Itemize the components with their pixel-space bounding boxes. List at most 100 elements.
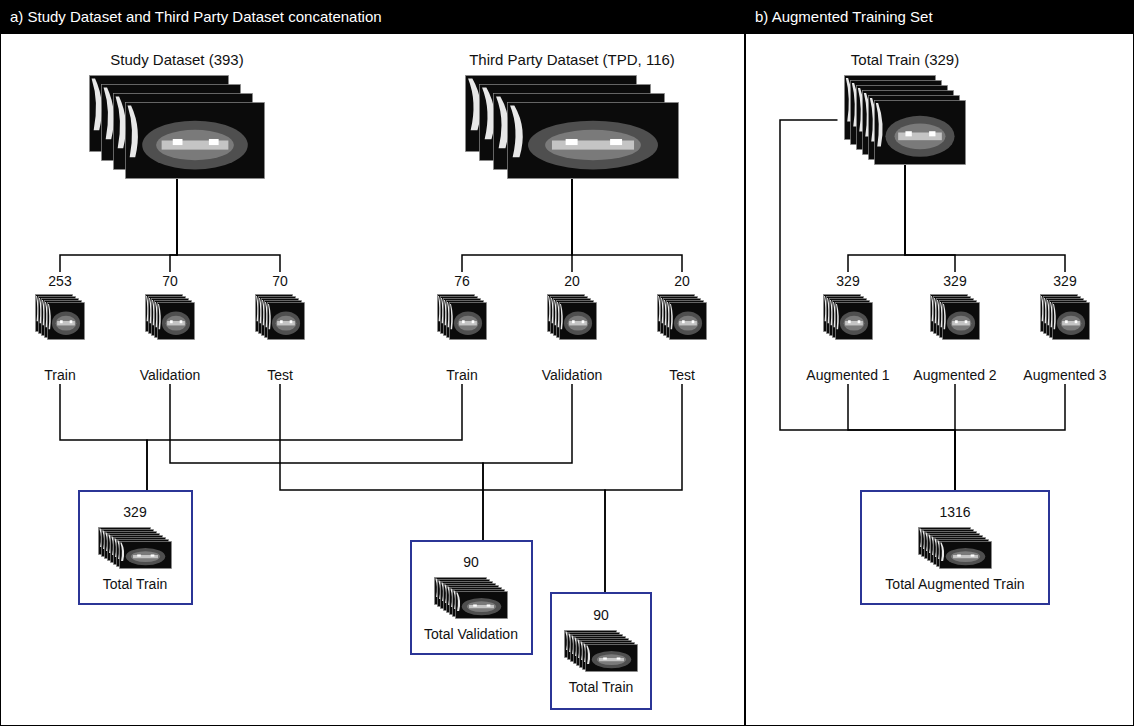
dental-filling xyxy=(472,320,475,323)
xray-stack-icon xyxy=(434,577,508,619)
jaw-shadow xyxy=(454,311,482,335)
jaw-shadow xyxy=(947,311,975,335)
jaw-arch xyxy=(951,316,972,331)
dental-filling xyxy=(1075,320,1078,323)
total-set-box: 90Total Train xyxy=(550,592,652,710)
total-set-box: 90Total Validation xyxy=(410,540,533,655)
xray-frame xyxy=(670,303,707,340)
xray-stack-icon xyxy=(98,527,172,569)
dental-filling xyxy=(682,320,685,323)
dental-filling xyxy=(929,131,935,136)
xray-image xyxy=(836,303,873,340)
teeth-row xyxy=(167,321,185,325)
set-label: Total Train xyxy=(569,678,634,696)
xray-stack-icon xyxy=(844,75,966,165)
jaw-arch xyxy=(545,130,641,160)
split-stack: 70Test xyxy=(250,272,310,384)
xray-image xyxy=(268,303,305,340)
dental-filling xyxy=(280,320,283,323)
connector-line xyxy=(780,120,955,490)
image-count: 20 xyxy=(564,272,580,290)
dental-filling xyxy=(173,139,183,145)
xray-frame xyxy=(1053,303,1090,340)
connector-line xyxy=(905,165,1065,272)
set-label: Validation xyxy=(140,366,200,384)
jaw-arch xyxy=(895,124,946,150)
image-count: 70 xyxy=(162,272,178,290)
dental-filling xyxy=(487,604,491,606)
jaw-bone xyxy=(104,88,114,140)
set-label: Validation xyxy=(542,366,602,384)
xray-stack-icon xyxy=(145,294,195,340)
dental-filling xyxy=(905,131,911,136)
split-stack: 329Augmented 3 xyxy=(1022,272,1108,384)
image-count: 90 xyxy=(463,553,479,571)
xray-frame xyxy=(560,303,597,340)
jaw-bone xyxy=(876,103,883,147)
dental-filling xyxy=(965,320,968,323)
panel-heading: a) Study Dataset and Third Party Dataset… xyxy=(0,0,745,34)
dental-filling xyxy=(971,554,975,556)
jaw-bone xyxy=(586,646,590,664)
teeth-row xyxy=(133,555,158,558)
dental-filling xyxy=(1065,320,1068,323)
teeth-row xyxy=(277,321,295,325)
jaw-shadow xyxy=(885,116,954,157)
connector-line xyxy=(60,179,177,272)
xray-frame xyxy=(48,303,85,340)
jaw-bone xyxy=(943,304,946,329)
connector-line xyxy=(60,384,147,490)
jaw-shadow xyxy=(126,547,166,564)
xray-frame xyxy=(450,303,487,340)
teeth-row xyxy=(569,321,587,325)
split-stack: 329Augmented 2 xyxy=(912,272,998,384)
xray-stack-icon xyxy=(547,294,597,340)
xray-frame xyxy=(943,303,980,340)
jaw-bone xyxy=(560,304,563,329)
xray-stack-icon xyxy=(35,294,85,340)
set-label: Augmented 2 xyxy=(913,366,996,384)
xray-frame xyxy=(120,541,172,568)
jaw-arch xyxy=(131,551,160,562)
xray-image xyxy=(158,303,195,340)
xray-image xyxy=(126,103,265,179)
connector-line xyxy=(177,179,280,272)
dental-filling xyxy=(955,320,958,323)
jaw-bone xyxy=(468,79,481,131)
split-stack: 329Augmented 1 xyxy=(805,272,891,384)
jaw-arch xyxy=(568,316,589,331)
set-label: Augmented 1 xyxy=(806,366,889,384)
dataset-title: Third Party Dataset (TPD, 116) xyxy=(469,50,675,69)
xray-stack-icon xyxy=(465,75,679,179)
jaw-shadow xyxy=(162,311,190,335)
connector-line xyxy=(848,384,955,490)
jaw-bone xyxy=(836,304,839,329)
jaw-arch xyxy=(166,316,187,331)
dental-filling xyxy=(582,320,585,323)
dental-filling xyxy=(603,657,607,659)
jaw-arch xyxy=(156,130,234,160)
jaw-shadow xyxy=(462,597,502,614)
xray-stack-icon xyxy=(89,75,265,179)
jaw-bone xyxy=(128,106,138,158)
jaw-shadow xyxy=(528,121,658,170)
connector-line xyxy=(955,384,1065,490)
set-label: Train xyxy=(446,366,477,384)
connector-line xyxy=(905,165,955,272)
split-stack: 253Train xyxy=(30,272,90,384)
image-count: 20 xyxy=(674,272,690,290)
set-label: Total Augmented Train xyxy=(885,575,1024,593)
xray-image xyxy=(450,303,487,340)
set-label: Augmented 3 xyxy=(1023,366,1106,384)
connector-line xyxy=(147,384,462,490)
panel: b) Augmented Training SetTotal Train (32… xyxy=(745,0,1134,726)
teeth-row xyxy=(845,321,863,325)
jaw-arch xyxy=(458,316,479,331)
jaw-arch xyxy=(844,316,865,331)
split-stack: 76Train xyxy=(432,272,492,384)
xray-image xyxy=(560,303,597,340)
teeth-row xyxy=(57,321,75,325)
jaw-shadow xyxy=(592,651,632,668)
jaw-arch xyxy=(1061,316,1082,331)
jaw-shadow xyxy=(52,311,80,335)
